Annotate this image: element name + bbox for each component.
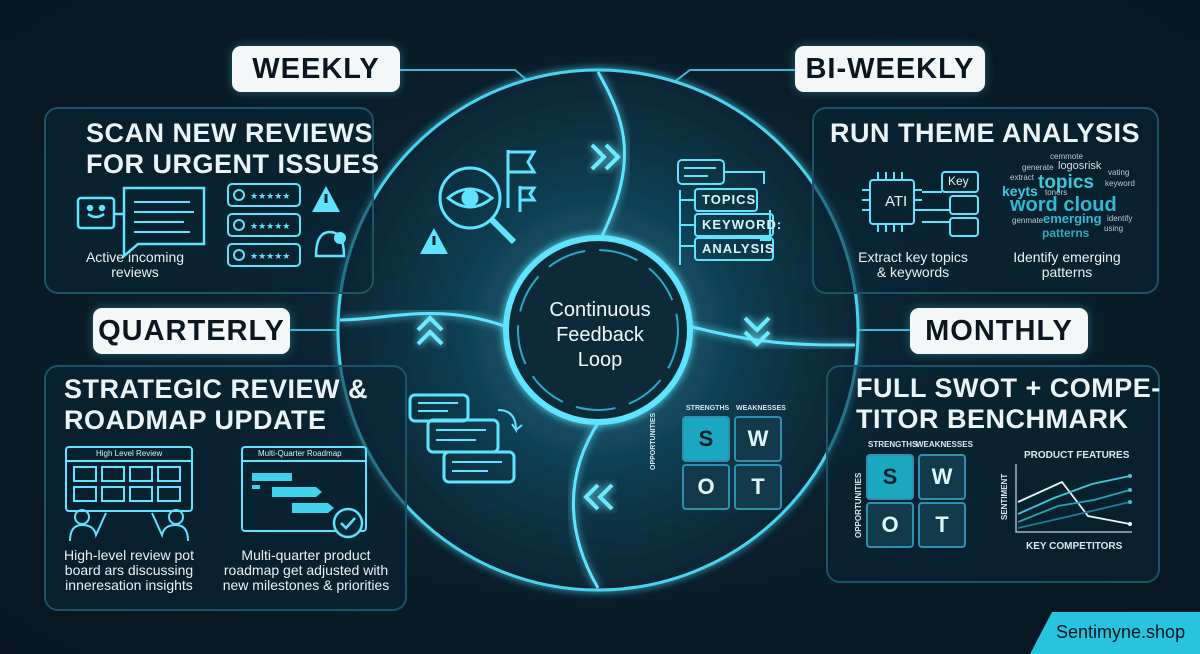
- chevron-left-icon: [583, 483, 614, 511]
- alert-icon: [312, 186, 346, 258]
- board-label: High Level Review: [96, 449, 163, 458]
- brand-footer[interactable]: Sentimyne.shop: [1030, 612, 1200, 654]
- tag-biweekly: BI-WEEKLY: [795, 46, 985, 92]
- circle-swot-s: S: [682, 416, 730, 462]
- biweekly-title: RUN THEME ANALYSIS: [830, 118, 1141, 148]
- monthly-title: FULL SWOT + COMPE- TITOR BENCHMARK: [856, 373, 1161, 434]
- monthly-swot-w: W: [918, 454, 966, 500]
- chevron-right-icon: [590, 143, 621, 171]
- divider-top: [596, 71, 627, 241]
- chat-bubbles-icon: [408, 393, 523, 484]
- topics-box-label: TOPICS: [702, 192, 757, 207]
- monthly-swot-strengths: STRENGTHS: [868, 440, 918, 449]
- roadmap-label: Multi-Quarter Roadmap: [258, 449, 342, 458]
- circle-swot-strengths: STRENGTHS: [686, 405, 730, 412]
- ai-chip-label: ATI: [885, 193, 908, 210]
- monthly-swot-t: T: [918, 502, 966, 548]
- svg-text:★★★★★: ★★★★★: [250, 222, 290, 232]
- benchmark-line-chart: [1015, 464, 1132, 533]
- analysis-box-label: ANALYSIS: [702, 241, 775, 256]
- tag-weekly: WEEKLY: [232, 46, 400, 92]
- benchmark-chart-xlabel: KEY COMPETITORS: [1026, 541, 1123, 552]
- hub-ring: [503, 235, 693, 425]
- svg-text:★★★★★: ★★★★★: [250, 192, 290, 202]
- tag-monthly: MONTHLY: [910, 308, 1088, 354]
- quarterly-title: STRATEGIC REVIEW & ROADMAP UPDATE: [64, 374, 369, 435]
- monthly-swot-o: O: [866, 502, 914, 548]
- divider-bottom: [572, 419, 602, 589]
- monthly-swot-s: S: [866, 454, 914, 500]
- warning-icon: [420, 228, 448, 254]
- keywords-box-label: KEYWORD:: [702, 217, 783, 232]
- quarterly-caption-right: Multi-quarter product roadmap get adjust…: [222, 547, 390, 593]
- benchmark-chart-title: PRODUCT FEATURES: [1024, 450, 1130, 461]
- weekly-title: SCAN NEW REVIEWS FOR URGENT ISSUES: [86, 118, 380, 179]
- tag-quarterly: QUARTERLY: [93, 308, 290, 354]
- center-title: Continuous Feedback Loop: [549, 299, 651, 371]
- brand-link[interactable]: Sentimyne.shop: [1056, 622, 1186, 642]
- circle-swot-t: T: [734, 464, 782, 510]
- chevron-down-icon: [743, 316, 771, 347]
- circle-swot-w: W: [734, 416, 782, 462]
- quarterly-caption-left: High-level review pot board ars discussi…: [64, 547, 194, 593]
- flag-icon: [506, 150, 537, 212]
- biweekly-caption-left: Extract key topics & keywords: [858, 249, 968, 280]
- review-board-icon: [65, 446, 193, 542]
- weekly-caption: Active incoming reviews: [85, 249, 185, 280]
- roadmap-icon: [241, 446, 367, 539]
- analysis-flow-icon: [677, 159, 771, 265]
- review-feed-icon: ★★★★★ ★★★★★ ★★★★★: [76, 183, 346, 267]
- benchmark-chart-ylabel: SENTIMENT: [1000, 473, 1009, 520]
- chevron-up-icon: [416, 315, 444, 346]
- circle-swot-opportunities: OPPORTUNITIES: [650, 412, 657, 470]
- circle-swot-o: O: [682, 464, 730, 510]
- monthly-swot-opportunities: OPPORTUNITIES: [854, 472, 863, 538]
- circle-swot-weaknesses: WEAKNESSES: [736, 405, 786, 412]
- divider-right: [684, 323, 856, 347]
- biweekly-caption-right: Identify emerging patterns: [1013, 249, 1121, 280]
- divider-left: [339, 311, 516, 332]
- key-label: Key: [948, 174, 969, 188]
- ai-chip-icon: [862, 171, 979, 237]
- svg-text:★★★★★: ★★★★★: [250, 252, 290, 262]
- magnifier-eye-icon: [438, 166, 517, 245]
- monthly-swot-weaknesses: WEAKNESSES: [916, 440, 973, 449]
